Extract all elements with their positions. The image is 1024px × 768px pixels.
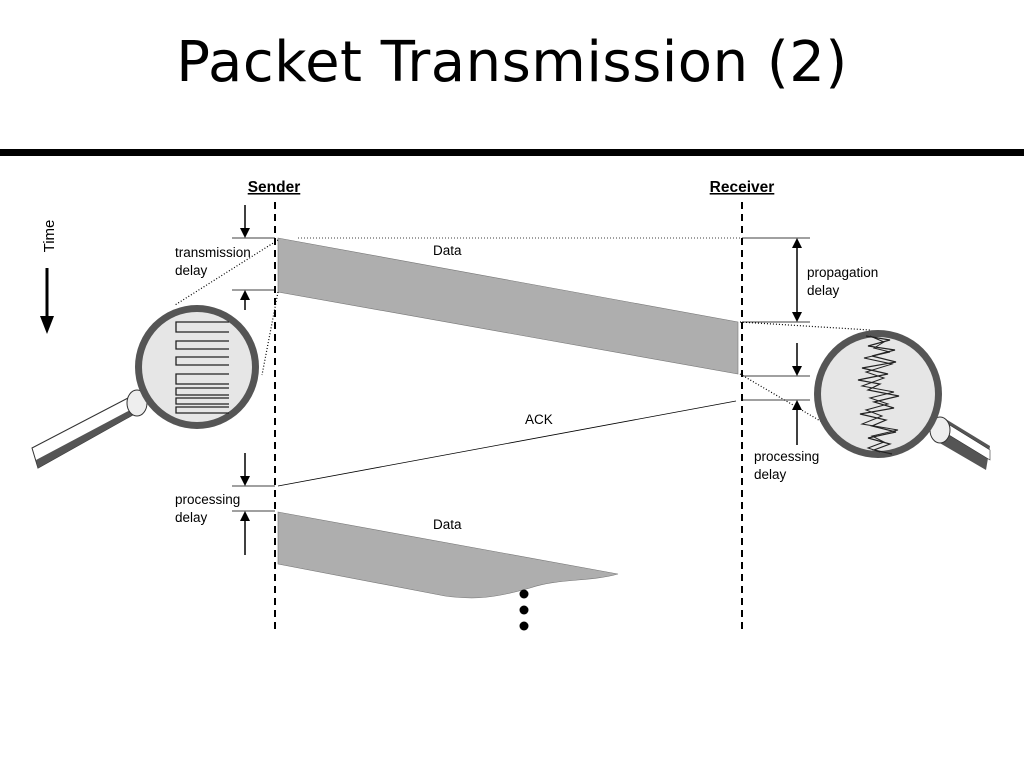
transmission-delay-line2: delay: [175, 263, 208, 278]
transmission-delay-line1: transmission: [175, 245, 251, 260]
receiver-label: Receiver: [710, 179, 775, 196]
time-label: Time: [41, 220, 58, 253]
right-zoom-line-bottom: [739, 373, 871, 451]
magnifier-icon: [814, 330, 991, 470]
left-zoom-line-top: [174, 239, 279, 306]
propagation-delay-line1: propagation: [807, 265, 878, 280]
ack-label: ACK: [525, 412, 553, 427]
data-packet-1: [277, 237, 739, 375]
time-arrow-icon: [40, 268, 54, 334]
tx-processing-delay-line2: delay: [175, 510, 208, 525]
ack-line: [277, 400, 737, 487]
magnifier-icon: [31, 305, 259, 469]
ellipsis-icon: [519, 589, 529, 631]
right-zoom-line-top: [739, 321, 871, 331]
rx-processing-delay-line2: delay: [754, 467, 787, 482]
data-packet-2: [277, 511, 619, 599]
rx-processing-delay-line1: processing: [754, 449, 819, 464]
page-title: Packet Transmission (2): [176, 30, 848, 95]
title-divider: [0, 149, 1024, 156]
propagation-delay-line2: delay: [807, 283, 840, 298]
data-label-2: Data: [433, 517, 462, 532]
sender-label: Sender: [248, 179, 301, 196]
data-label-1: Data: [433, 243, 462, 258]
tx-processing-delay-line1: processing: [175, 492, 240, 507]
left-zoom-line-bottom: [261, 291, 279, 376]
